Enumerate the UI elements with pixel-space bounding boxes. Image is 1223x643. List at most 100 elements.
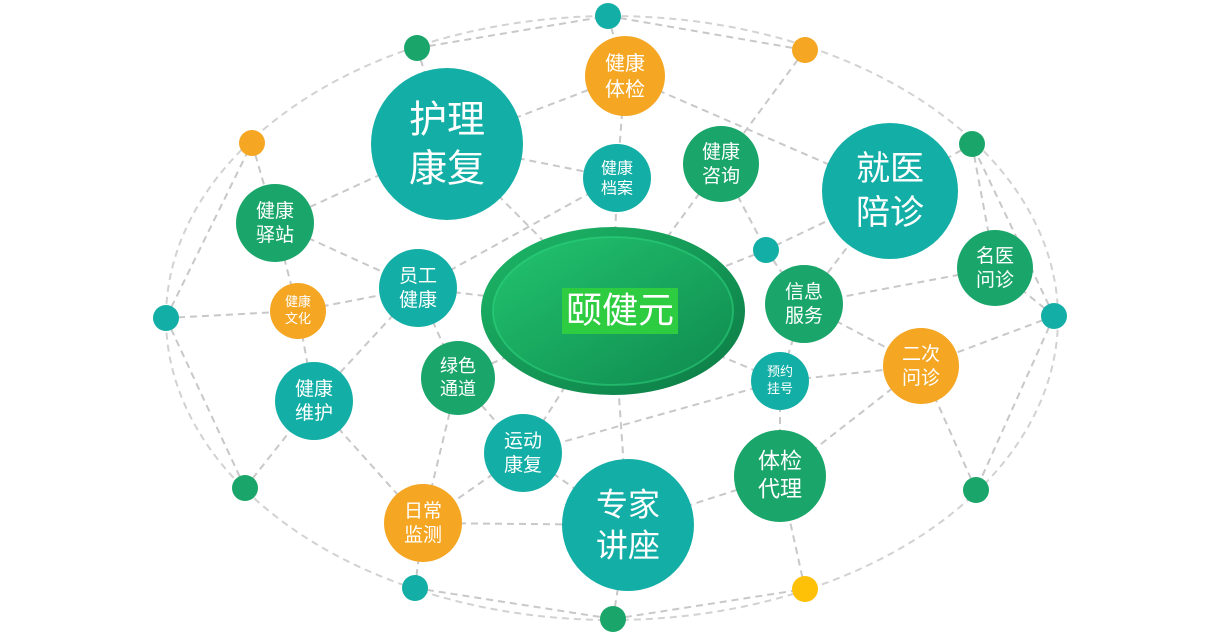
node-wenhua-circle bbox=[270, 283, 326, 339]
dot-bottom-left bbox=[402, 575, 428, 601]
node-yuyue-label-1: 预约 bbox=[767, 365, 793, 380]
node-yuangong-circle bbox=[379, 249, 457, 327]
node-lvse-label-1: 绿色 bbox=[440, 356, 476, 377]
dot-mid bbox=[753, 237, 779, 263]
node-erci-label-1: 二次 bbox=[902, 343, 940, 365]
dot-right-upper bbox=[959, 131, 985, 157]
node-tijiandaili-label-2: 代理 bbox=[758, 478, 802, 503]
dot-top bbox=[595, 3, 621, 29]
dot-left bbox=[153, 305, 179, 331]
node-yundong-label-1: 运动 bbox=[504, 430, 542, 452]
node-yuyue-label-2: 挂号 bbox=[767, 382, 793, 397]
connector-dot-left-dot-left-upper bbox=[165, 142, 253, 319]
node-erci-circle bbox=[883, 328, 959, 404]
node-huli-label-1: 护理 bbox=[409, 98, 485, 142]
node-tijiandaili-circle bbox=[734, 430, 826, 522]
connector-dot-bottom-zhuanjia bbox=[612, 524, 629, 620]
node-yundong-circle bbox=[484, 414, 562, 492]
connector-dot-right-dot-right-upper bbox=[971, 143, 1055, 317]
node-lvse-circle bbox=[421, 341, 495, 415]
dot-top-left bbox=[404, 35, 430, 61]
node-tijian-label-2: 体检 bbox=[605, 77, 645, 101]
node-jiuyi-circle bbox=[822, 123, 958, 259]
connector-dot-left-dot-left-lower bbox=[165, 317, 246, 489]
dot-top-right bbox=[792, 37, 818, 63]
node-mingyi-label-1: 名医 bbox=[976, 245, 1014, 267]
node-tijiandaili-label-1: 体检 bbox=[758, 449, 802, 474]
node-xinxi-label-2: 服务 bbox=[785, 305, 823, 327]
node-zhuanjia-label-1: 专家 bbox=[596, 486, 660, 524]
node-mingyi-label-2: 问诊 bbox=[976, 269, 1014, 291]
node-dangan-label-1: 健康 bbox=[601, 158, 633, 177]
center-hub: 颐健元 bbox=[481, 227, 745, 395]
center-label: 颐健元 bbox=[566, 291, 674, 332]
node-zixun-label-1: 健康 bbox=[702, 141, 740, 163]
dot-right-lower bbox=[963, 477, 989, 503]
dot-bottom bbox=[600, 606, 626, 632]
connector-yuyue-yundong bbox=[522, 380, 781, 454]
dot-left-lower bbox=[232, 475, 258, 501]
node-xinxi-label-1: 信息 bbox=[785, 281, 823, 303]
node-richang-label-2: 监测 bbox=[404, 524, 442, 546]
node-weihu-label-1: 健康 bbox=[295, 378, 333, 400]
node-huli-circle bbox=[371, 68, 523, 220]
connector-dot-right-dot-right-lower bbox=[975, 315, 1055, 491]
connector-dot-bottom-left-dot-bottom bbox=[414, 587, 614, 620]
node-mingyi-circle bbox=[957, 230, 1033, 306]
dot-right bbox=[1041, 303, 1067, 329]
connector-dot-left-lower-weihu bbox=[244, 400, 315, 489]
node-yundong-label-2: 康复 bbox=[504, 454, 542, 476]
node-erci-label-2: 问诊 bbox=[902, 367, 940, 389]
node-dangan-label-2: 档案 bbox=[601, 179, 633, 198]
node-yizhan-label-2: 驿站 bbox=[256, 224, 294, 246]
connector-dot-bottom-dot-bottom-right bbox=[612, 588, 806, 620]
node-jiuyi-label-1: 就医 bbox=[856, 149, 924, 189]
connector-dot-left-upper-yizhan bbox=[251, 142, 276, 224]
connector-dot-top-dot-top-right bbox=[607, 15, 806, 51]
node-yuangong-label-1: 员工 bbox=[399, 265, 437, 287]
node-weihu-label-2: 维护 bbox=[295, 402, 333, 424]
node-tijian-label-1: 健康 bbox=[605, 51, 645, 75]
node-tijian-circle bbox=[585, 36, 665, 116]
node-yuyue-circle bbox=[751, 352, 809, 410]
node-dangan-circle bbox=[583, 144, 651, 212]
nodes-layer: 护理康复就医陪诊专家讲座健康体检健康咨询健康档案健康驿站健康文化员工健康健康维护… bbox=[153, 3, 1067, 632]
node-zhuanjia-circle bbox=[562, 459, 694, 591]
node-weihu-circle bbox=[275, 362, 353, 440]
node-zhuanjia-label-2: 讲座 bbox=[596, 526, 660, 564]
node-wenhua-label-1: 健康 bbox=[285, 294, 311, 310]
node-xinxi-circle bbox=[765, 265, 843, 343]
node-yizhan-circle bbox=[236, 184, 314, 262]
node-yizhan-label-1: 健康 bbox=[256, 200, 294, 222]
node-richang-label-1: 日常 bbox=[404, 500, 442, 522]
node-zixun-label-2: 咨询 bbox=[702, 165, 740, 187]
connector-jiuyi-dot-mid bbox=[765, 190, 891, 251]
connector-dot-top-left-dot-top bbox=[416, 15, 609, 49]
node-huli-label-2: 康复 bbox=[409, 146, 485, 190]
node-jiuyi-label-2: 陪诊 bbox=[856, 193, 924, 233]
node-zixun-circle bbox=[683, 126, 759, 202]
dot-bottom-right bbox=[792, 576, 818, 602]
center-label-highlight bbox=[562, 288, 678, 334]
node-wenhua-label-2: 文化 bbox=[285, 312, 311, 327]
node-yuangong-label-2: 健康 bbox=[399, 289, 437, 311]
dot-left-upper bbox=[239, 130, 265, 156]
